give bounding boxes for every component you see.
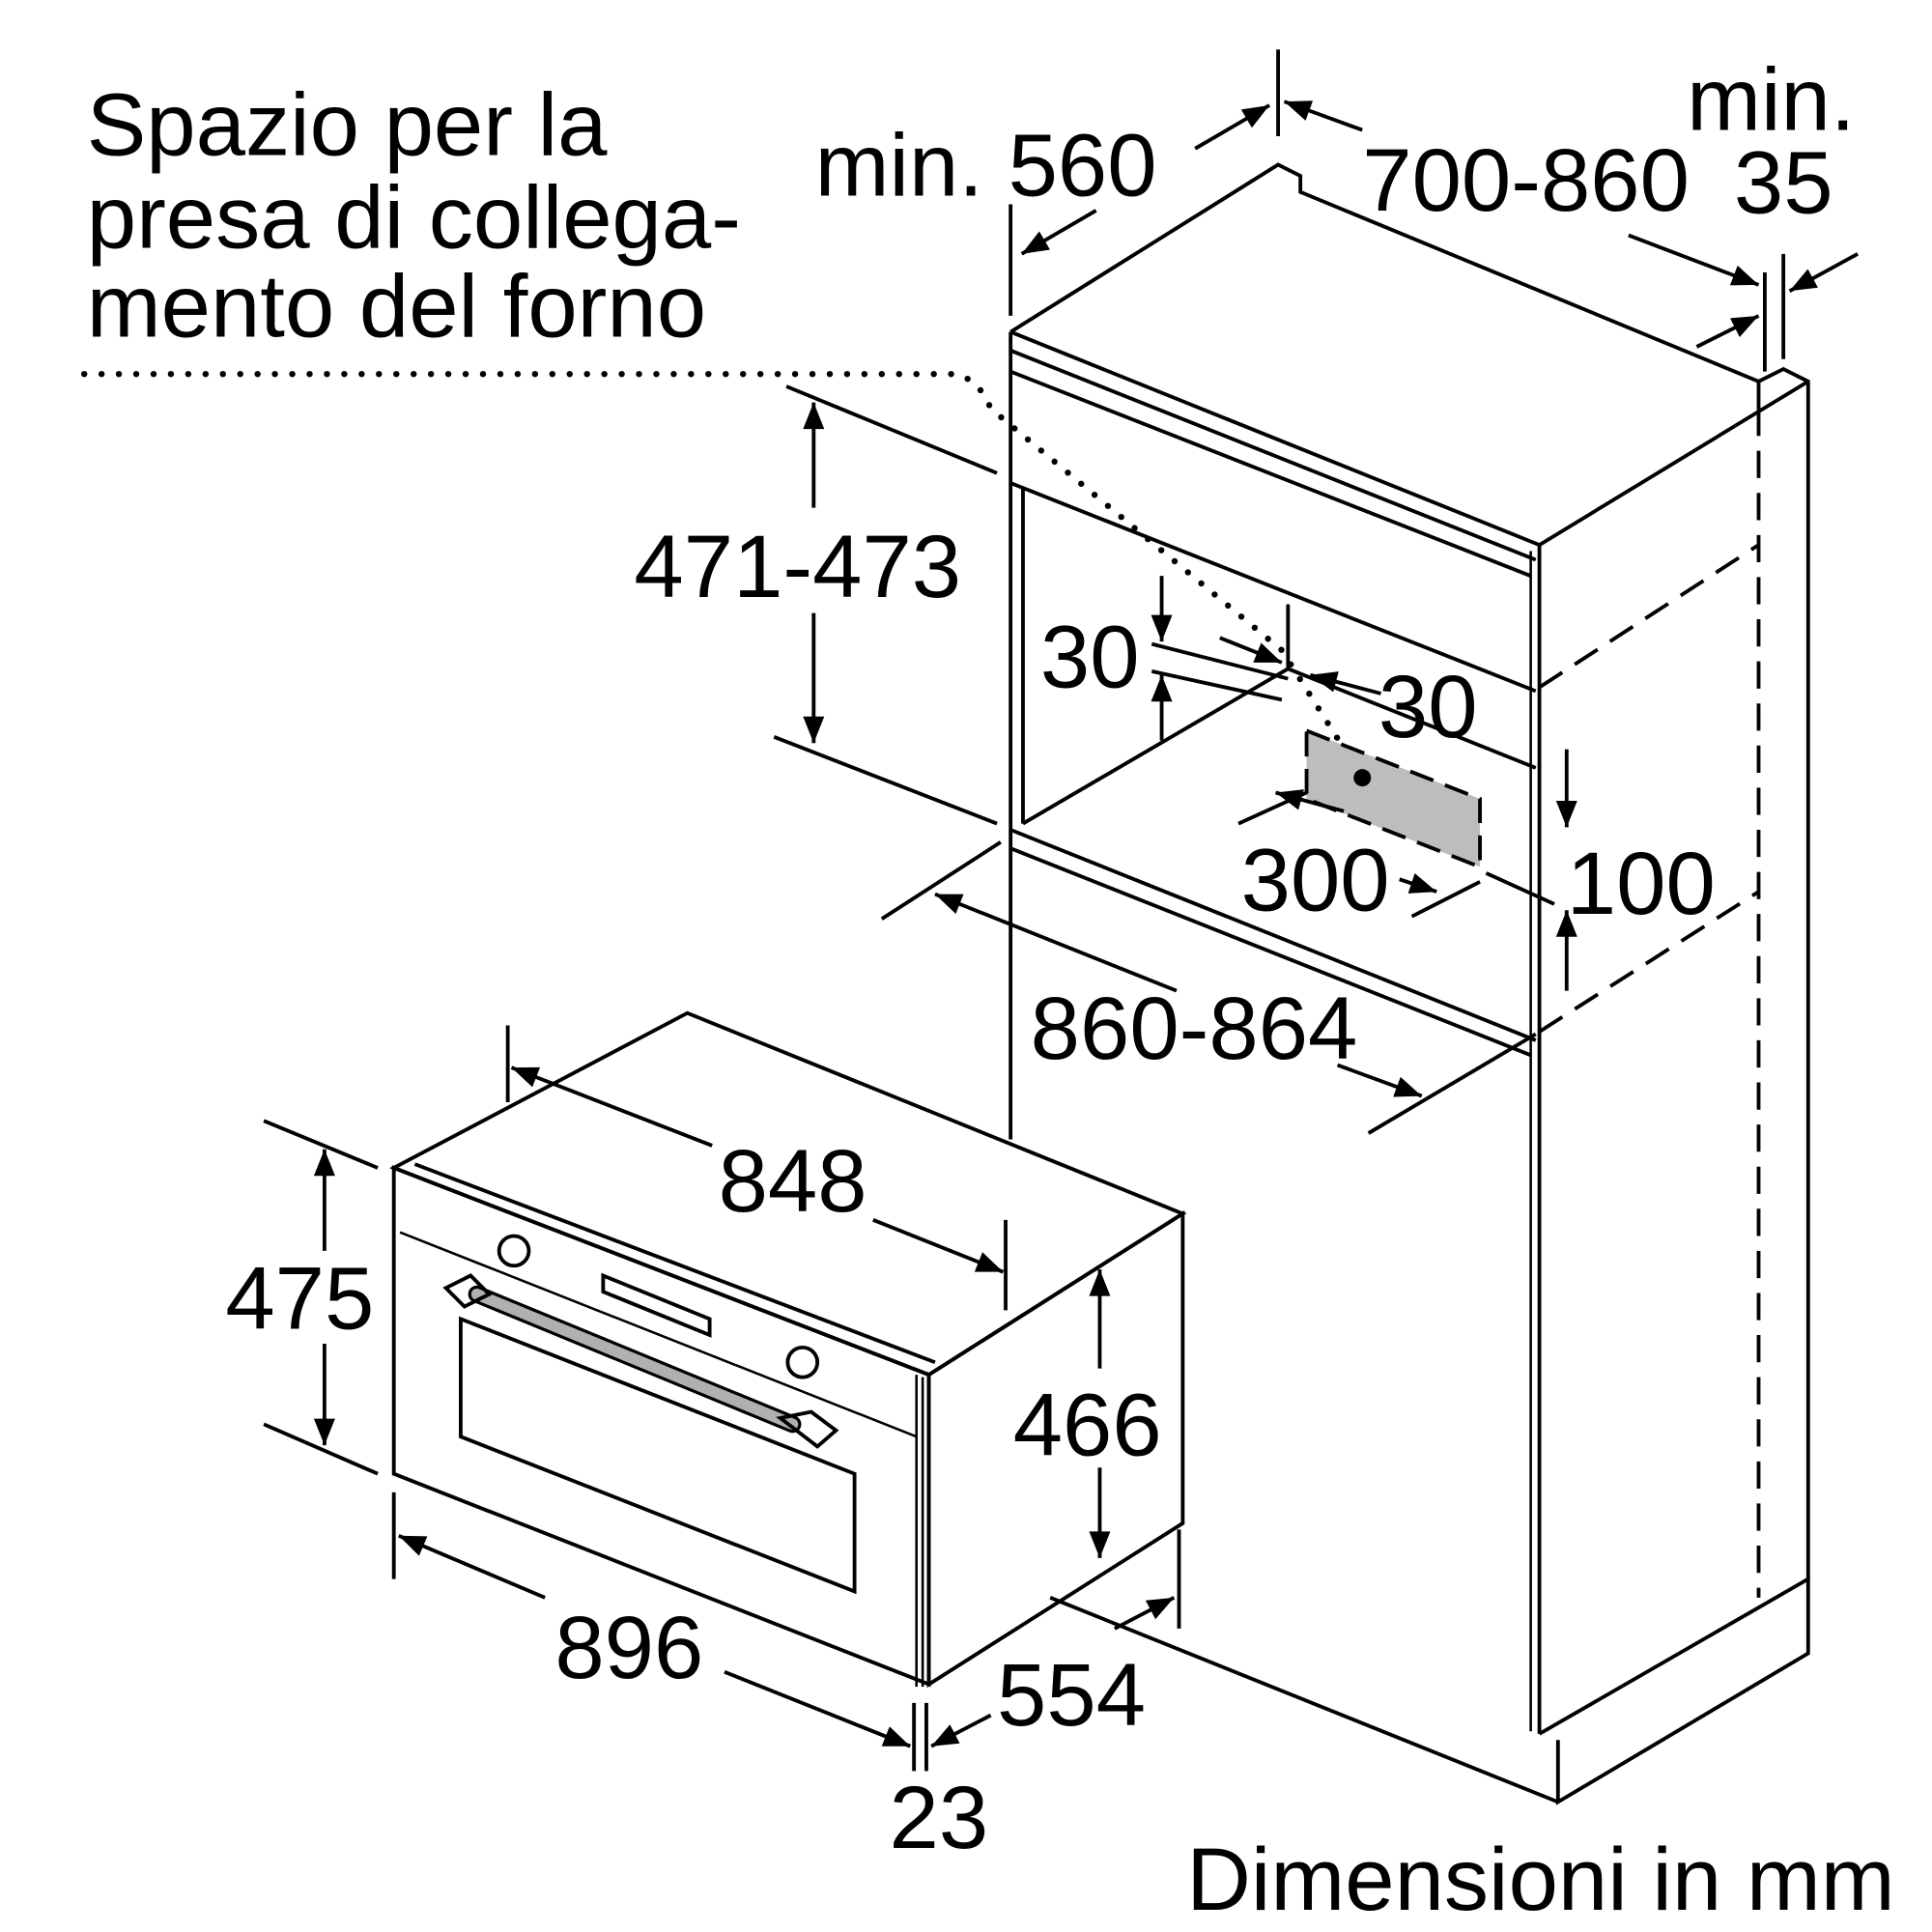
oven [389, 1010, 1187, 1689]
control-panel-display [601, 1272, 712, 1338]
dim-niche-width: 860-864 [1031, 978, 1358, 1078]
note-line-1: Spazio per la [87, 73, 608, 174]
dim-oven-front-width: 896 [554, 1597, 703, 1697]
socket-space-note: Spazio per la presa di collega- mento de… [80, 73, 1366, 781]
oven-door-window [459, 1316, 857, 1595]
dim-niche-depth: min. 560 [815, 115, 1157, 215]
dim-oven-depth: 554 [997, 1644, 1146, 1745]
cabinet [1009, 162, 1810, 1805]
dim-front-panel-thickness: 23 [890, 1767, 989, 1867]
dim-rear-gap-label: min. [1687, 49, 1855, 150]
dim-niche-height: 471-473 [634, 516, 961, 616]
knob-icon [497, 1234, 531, 1268]
knob-icon [785, 1345, 820, 1379]
dim-oven-body-width: 848 [719, 1130, 867, 1231]
dim-socket-width: 300 [1241, 829, 1390, 929]
dimension-lines [263, 49, 1859, 1772]
oven-handle [470, 1288, 799, 1431]
dim-socket-height: 100 [1567, 833, 1716, 933]
units-label: Dimensioni in mm [1186, 1829, 1894, 1929]
dim-rear-gap-value: 35 [1734, 132, 1833, 233]
socket-area [1304, 727, 1482, 870]
note-line-2: presa di collega- [87, 166, 741, 267]
dim-socket-side-offset: 30 [1378, 656, 1478, 756]
dim-cabinet-height: 700-860 [1362, 129, 1690, 230]
socket-point-icon [1353, 769, 1372, 787]
dim-oven-front-height: 475 [225, 1248, 374, 1349]
dim-socket-top-offset: 30 [1040, 607, 1140, 707]
note-line-3: mento del forno [87, 256, 706, 356]
dim-oven-body-height: 466 [1013, 1374, 1162, 1474]
